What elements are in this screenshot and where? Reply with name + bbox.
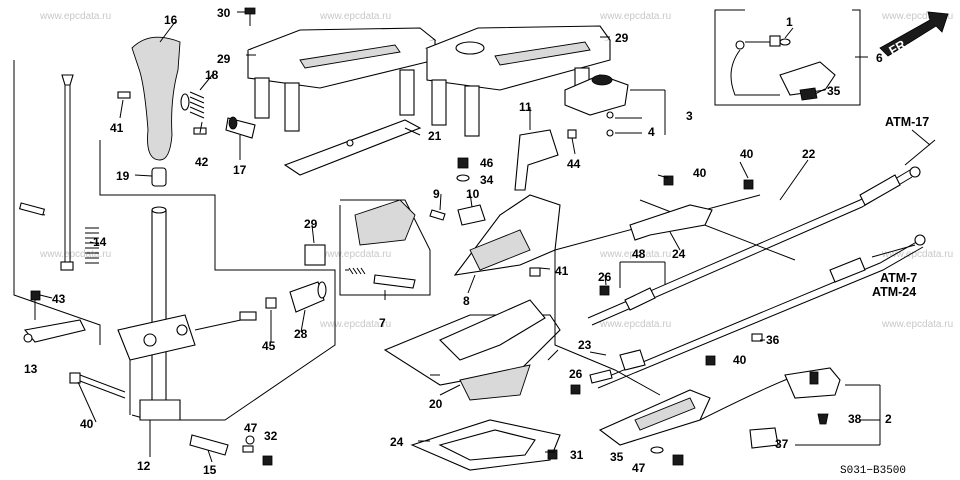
callout-40: 40 (740, 147, 754, 161)
callout-3: 3 (686, 109, 693, 123)
ref-atm-17: ATM-17 (885, 115, 929, 129)
callout-32: 31 (570, 448, 584, 462)
callout-28: 29 (304, 217, 318, 231)
callout-30: 29 (217, 52, 231, 66)
callout-48: 48 (632, 247, 646, 261)
callout-12: 12 (137, 459, 151, 473)
callout-15: 15 (203, 463, 217, 477)
watermark: www.epcdata.ru (39, 11, 111, 22)
callout-6: 6 (876, 51, 883, 65)
callout-25: 24 (672, 247, 686, 261)
diagram-code: S031−B3500 (840, 465, 906, 477)
callout-13: 13 (24, 362, 38, 376)
callout-41: 42 (195, 155, 209, 169)
watermark: www.epcdata.ru (599, 319, 671, 330)
callout-4: 4 (648, 125, 655, 139)
callout-38: 38 (848, 412, 862, 426)
callout-18: 18 (205, 68, 219, 82)
callout-29: 29 (615, 31, 629, 45)
callout-19: 19 (116, 169, 130, 183)
switch-and-harness: FR. (564, 9, 949, 137)
leader-lines (39, 11, 931, 463)
watermark: www.epcdata.ru (599, 11, 671, 22)
callout-44: 44 (567, 157, 581, 171)
callout-26: 26 (569, 367, 583, 381)
callout-7: 7 (379, 316, 386, 330)
callout-39: 40 (80, 417, 94, 431)
watermark: www.epcdata.ru (319, 319, 391, 330)
callout-20: 20 (429, 397, 443, 411)
callout-34: 36 (766, 333, 780, 347)
callout-40: 40 (733, 353, 747, 367)
callout-22: 22 (802, 147, 816, 161)
indicator-covers (244, 7, 611, 176)
watermark: www.epcdata.ru (881, 249, 953, 260)
callout-21: 21 (428, 129, 442, 143)
watermark: www.epcdata.ru (881, 319, 953, 330)
callout-17: 17 (233, 163, 247, 177)
callout-42: 41 (555, 264, 569, 278)
center-parts (304, 129, 577, 471)
callout-31: 30 (217, 6, 231, 20)
callout-36: 35 (827, 84, 841, 98)
callout-37: 37 (775, 437, 789, 451)
callout-35: 35 (610, 450, 624, 464)
shift-cables (554, 139, 936, 466)
ref-atm-24: ATM-24 (872, 285, 916, 299)
callout-11: 11 (519, 100, 532, 114)
callout-26: 26 (598, 270, 612, 284)
watermark: www.epcdata.ru (319, 11, 391, 22)
callout-45: 45 (262, 339, 276, 353)
watermark: www.epcdata.ru (881, 11, 953, 22)
callout-8: 8 (463, 294, 470, 308)
callout-23: 23 (578, 338, 592, 352)
callout-33: 32 (264, 429, 278, 443)
callout-43: 43 (52, 292, 66, 306)
callout-27: 28 (294, 327, 308, 341)
callout-9: 9 (433, 187, 440, 201)
watermarks: www.epcdata.ru www.epcdata.ru www.epcdat… (39, 11, 953, 330)
callout-40: 40 (693, 166, 707, 180)
callout-35: 34 (480, 173, 494, 187)
callout-24: 24 (390, 435, 404, 449)
shift-lever-assembly (13, 36, 336, 466)
callout-16: 16 (164, 13, 178, 27)
callout-41: 41 (110, 121, 124, 135)
callout-46: 46 (480, 156, 494, 170)
watermark: www.epcdata.ru (39, 249, 111, 260)
callout-labels: 16 30 29 18 41 42 19 17 14 43 13 40 12 1… (24, 6, 929, 477)
callout-1: 1 (786, 15, 793, 29)
callout-47: 47 (244, 421, 258, 435)
watermark: www.epcdata.ru (319, 249, 391, 260)
callout-2: 2 (885, 412, 892, 426)
watermark: www.epcdata.ru (599, 249, 671, 260)
callout-10: 10 (466, 187, 480, 201)
callout-14: 14 (93, 235, 107, 249)
ref-atm-7: ATM-7 (880, 271, 917, 285)
callout-46: 47 (632, 461, 646, 475)
